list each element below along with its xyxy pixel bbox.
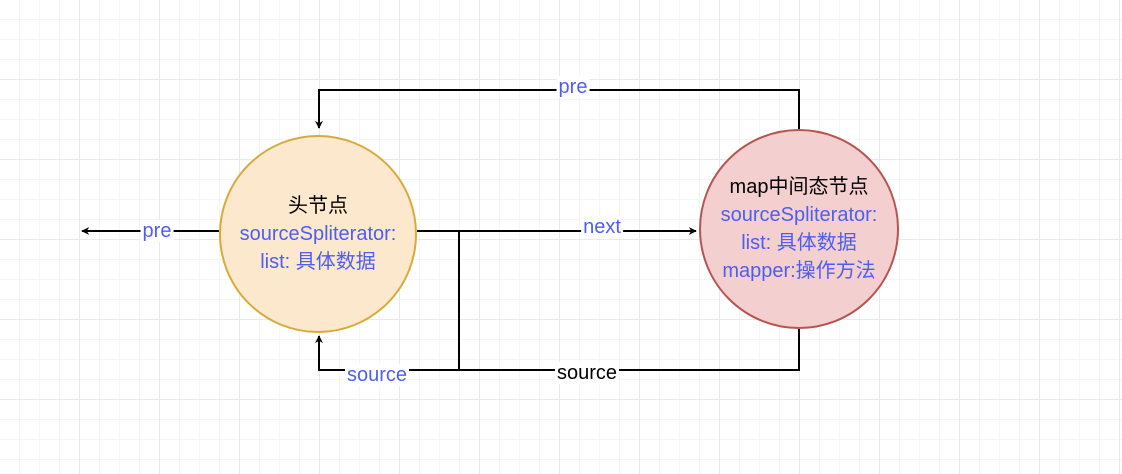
head-node-title: 头节点 (288, 195, 348, 217)
head-node-spliterator: sourceSpliterator: (239, 223, 397, 245)
map-node-spliterator: sourceSpliterator: (720, 204, 878, 226)
edge-label-pre-left: pre (140, 220, 174, 242)
edge-source-bottom[interactable] (459, 329, 800, 371)
edge-label-source-bottom: source (554, 362, 620, 384)
map-node-mapper: mapper:操作方法 (722, 260, 876, 282)
edge-label-pre-top: pre (556, 76, 590, 98)
edge-label-source-left: source (344, 364, 410, 386)
map-node-list: list: 具体数据 (741, 232, 857, 254)
map-node-title: map中间态节点 (729, 176, 869, 198)
map-node[interactable]: map中间态节点 sourceSpliterator: list: 具体数据 m… (699, 129, 899, 329)
edge-label-next: next (581, 216, 623, 238)
head-node-list: list: 具体数据 (260, 251, 376, 273)
head-node[interactable]: 头节点 sourceSpliterator: list: 具体数据 (219, 135, 417, 333)
